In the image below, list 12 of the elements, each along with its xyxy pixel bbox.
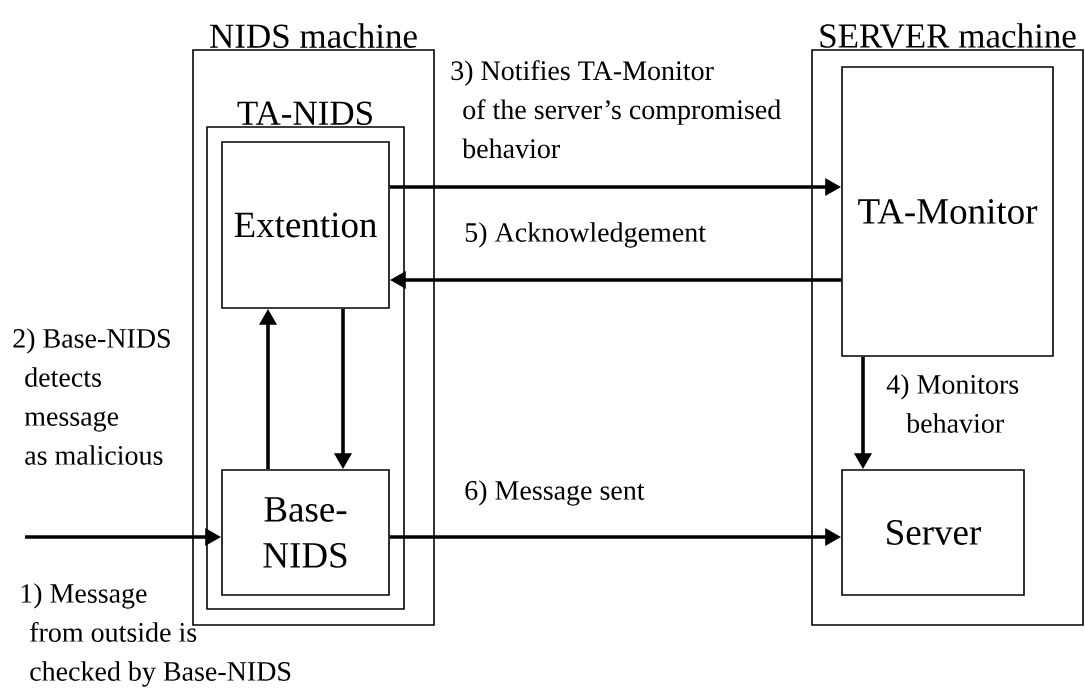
node-label: TA-NIDS [237, 101, 372, 125]
annotation-text: 2) Base-NIDS detects message as malicious [13, 328, 170, 465]
edge-label: 4) Monitors behavior [886, 374, 1019, 433]
node-label: NIDS machine [210, 23, 417, 48]
edge-label: 5) Acknowledgement [465, 222, 706, 248]
edge-label: 6) Message sent [465, 480, 645, 506]
component-box: Extention [221, 141, 390, 309]
component-box: Base-NIDS [221, 469, 390, 596]
node-label: SERVER machine [820, 23, 1076, 48]
component-box: Server [841, 469, 1025, 596]
edge-label: 3) Notifies TA-Monitor of the server’s compromised behavior [451, 60, 781, 159]
component-box: TA-Monitor [841, 66, 1054, 357]
